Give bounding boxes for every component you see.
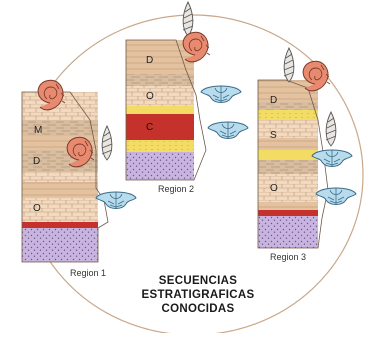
region-3-layer-letter: S bbox=[270, 130, 277, 141]
region-2-layer-letter: C bbox=[146, 122, 153, 133]
region-1-layer-letter: O bbox=[33, 203, 41, 214]
region-1-column bbox=[22, 92, 108, 262]
region-2-label: Region 2 bbox=[158, 184, 194, 194]
basement-region-1 bbox=[22, 228, 98, 262]
region-1-layer-letter: M bbox=[34, 125, 42, 136]
title-line-1: SECUENCIAS bbox=[118, 275, 278, 287]
region-3-layer-letter: O bbox=[270, 183, 278, 194]
region-3-label: Region 3 bbox=[270, 252, 306, 262]
region-1-layer-letter: D bbox=[33, 156, 40, 167]
trilobite-icon bbox=[201, 86, 241, 103]
gastropod-shell-icon bbox=[326, 112, 336, 146]
gastropod-shell-icon bbox=[102, 126, 112, 160]
region-1-label: Region 1 bbox=[70, 268, 106, 278]
trilobite-icon bbox=[208, 122, 248, 139]
region-3-layer-letter: D bbox=[270, 95, 277, 106]
region-3-column bbox=[258, 80, 328, 248]
gastropod-shell-icon bbox=[183, 2, 193, 36]
region-2-layer-letter: D bbox=[146, 55, 153, 66]
title-line-3: CONOCIDAS bbox=[118, 303, 278, 315]
gastropod-shell-icon bbox=[284, 48, 294, 82]
title-line-2: ESTRATIGRAFICAS bbox=[118, 289, 278, 301]
trilobite-icon bbox=[316, 188, 356, 205]
region-2-layer-letter: O bbox=[146, 91, 154, 102]
trilobite-icon bbox=[96, 192, 136, 209]
